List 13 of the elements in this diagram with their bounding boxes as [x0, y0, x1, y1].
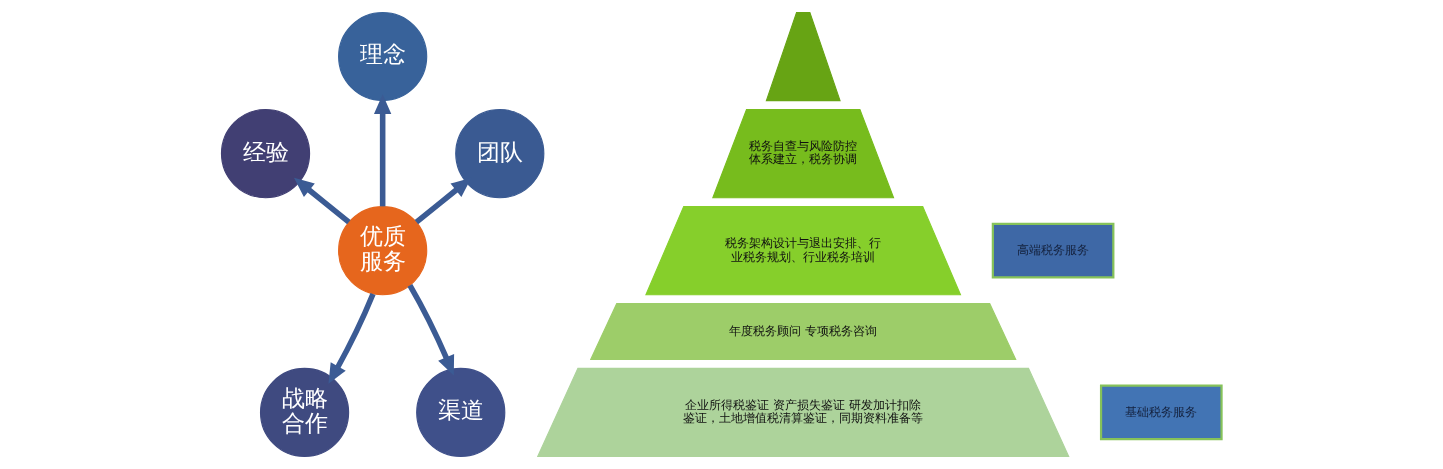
- node-box: 基础税务服务: [1099, 384, 1223, 441]
- node-circle: 团队: [455, 109, 545, 199]
- node-circle: 经验: [220, 109, 311, 199]
- arrow: [328, 292, 376, 384]
- node-triangle: [765, 11, 841, 102]
- arrow: [294, 177, 351, 225]
- node-circle: 优质服务: [338, 206, 428, 296]
- node-circle: 渠道: [416, 367, 506, 458]
- node-box: 高端税务服务: [991, 222, 1115, 279]
- node-circle: 理念: [338, 11, 428, 102]
- arrow: [374, 94, 392, 207]
- arrow: [407, 284, 455, 376]
- node-circle: 战略合作: [259, 367, 350, 458]
